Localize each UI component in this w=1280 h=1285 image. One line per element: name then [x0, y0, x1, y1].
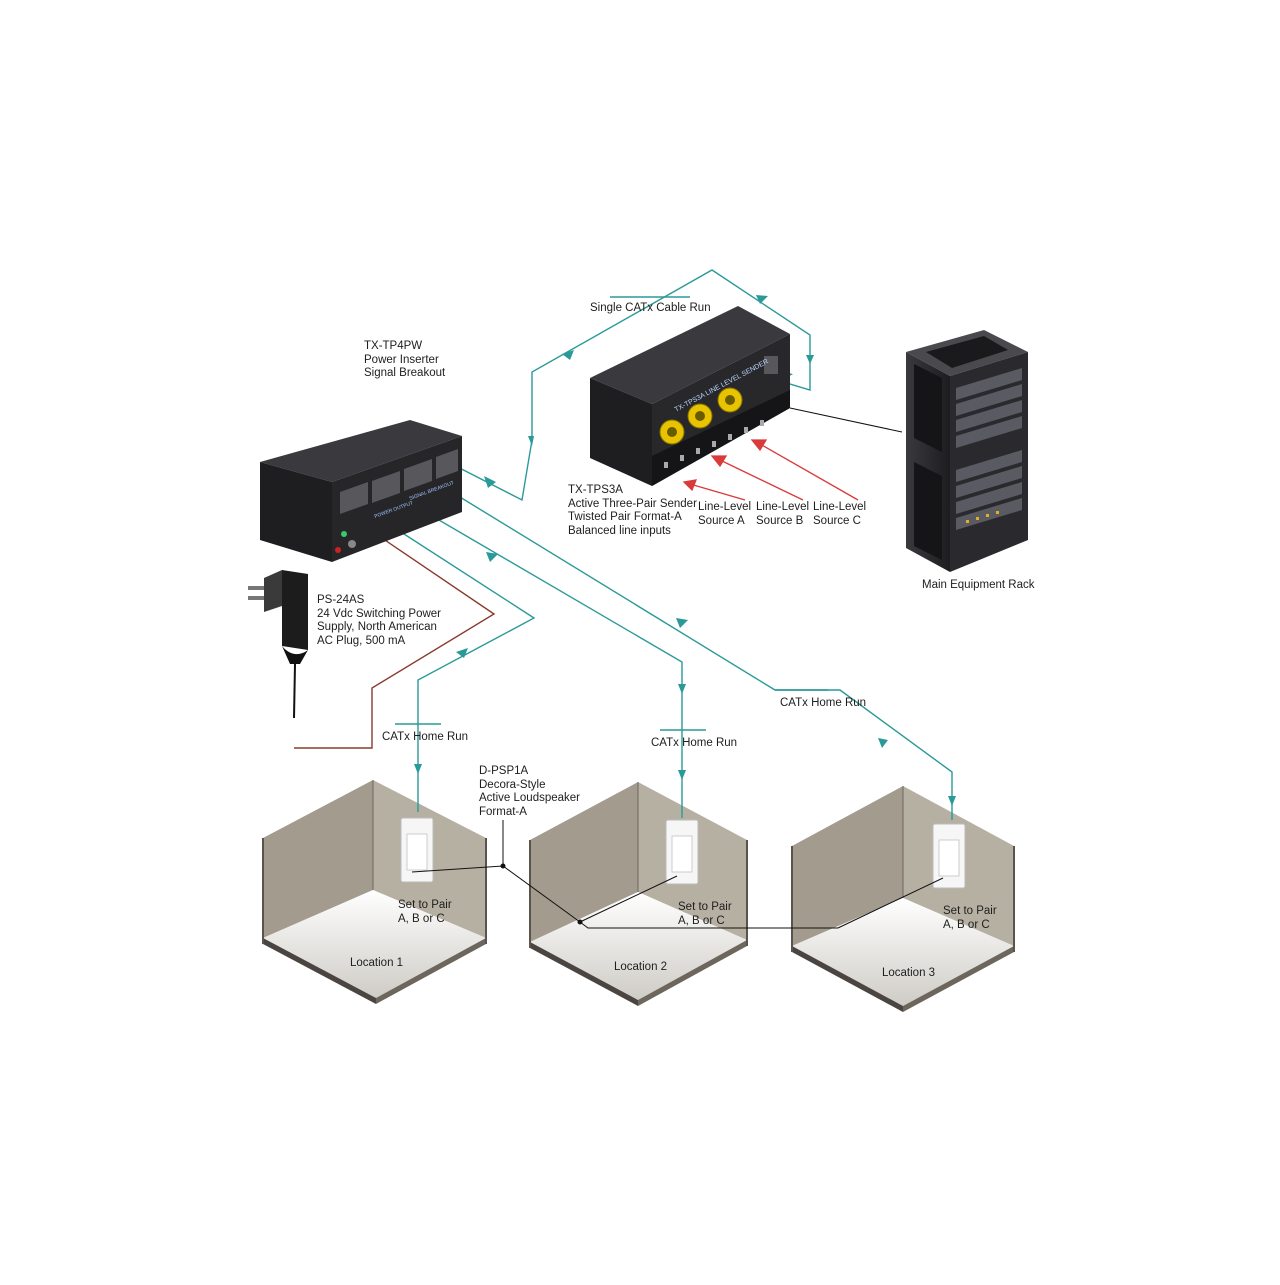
rack-link-line — [789, 407, 903, 433]
single-catx-label: Single CATx Cable Run — [590, 302, 711, 314]
set-pair-2-label: Set to Pair A, B or C — [678, 901, 732, 927]
room-location-3 — [791, 786, 1015, 1012]
home-run-3-label: CATx Home Run — [780, 697, 867, 709]
ps-24as-label: PS-24AS 24 Vdc Switching Power Supply, N… — [317, 594, 442, 647]
tx-tp4pw-label: TX-TP4PW Power Inserter Signal Breakout — [364, 340, 446, 379]
location-1-label: Location 1 — [350, 957, 404, 969]
power-cable — [294, 529, 496, 749]
dpsp1a-leader-lines — [411, 820, 944, 929]
location-2-label: Location 2 — [614, 961, 668, 973]
set-pair-1-label: Set to Pair A, B or C — [398, 899, 452, 925]
audio-input-arrows — [682, 439, 859, 501]
tx-tps3a-label: TX-TPS3A Active Three-Pair Sender Twiste… — [568, 484, 697, 537]
source-c-label: Line-Level Source C — [813, 501, 867, 527]
xlr-connectors — [659, 387, 743, 445]
location-3-label: Location 3 — [882, 967, 936, 979]
rack-label: Main Equipment Rack — [922, 579, 1035, 591]
tx-tp4pw-device: POWER OUTPUT SIGNAL BREAKOUT — [260, 420, 462, 562]
equipment-rack — [906, 330, 1028, 572]
set-pair-3-label: Set to Pair A, B or C — [943, 905, 997, 931]
source-b-label: Line-Level Source B — [756, 501, 810, 527]
tx-tps3a-device: TX-TPS3A LINE LEVEL SENDER — [590, 306, 790, 486]
room-location-1 — [262, 780, 487, 1004]
home-run-2-label: CATx Home Run — [651, 737, 738, 749]
power-supply — [248, 570, 308, 719]
d-psp1a-label: D-PSP1A Decora-Style Active Loudspeaker … — [479, 765, 581, 818]
source-a-label: Line-Level Source A — [698, 501, 752, 527]
home-run-1-label: CATx Home Run — [382, 731, 469, 743]
catx-cables — [369, 269, 953, 820]
